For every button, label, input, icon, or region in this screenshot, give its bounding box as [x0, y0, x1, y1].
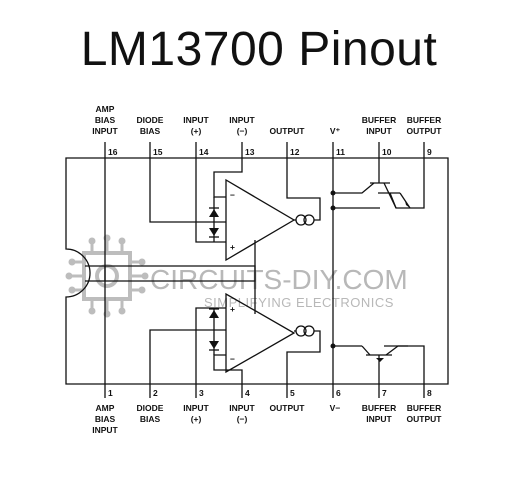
pin4-number: 4: [245, 388, 250, 398]
pin14-number: 14: [199, 147, 209, 157]
pin1-number: 1: [108, 388, 113, 398]
pin4-label-line1: INPUT: [229, 403, 255, 413]
amp-top-plus-sign: +: [230, 242, 235, 252]
pin8-label-line1: BUFFER: [407, 403, 441, 413]
pin5-label: OUTPUT: [270, 403, 306, 413]
pin6-label: V−: [330, 403, 341, 413]
pin13-label-line1: INPUT: [229, 115, 255, 125]
amp-bottom-plus-sign: +: [230, 304, 235, 314]
pin4-label-line2: (−): [237, 414, 248, 424]
pin16-number: 16: [108, 147, 118, 157]
pin9-number: 9: [427, 147, 432, 157]
buffer-transistor-bottom: [333, 345, 425, 384]
top-pin-leads: [104, 142, 425, 158]
pin1-label-line3: INPUT: [92, 425, 118, 435]
watermark-tagline: SIMPLIFYING ELECTRONICS: [204, 295, 394, 310]
pin8-label-line2: OUTPUT: [407, 414, 443, 424]
pin12-label: OUTPUT: [270, 126, 306, 136]
pin3-label-line1: INPUT: [183, 403, 209, 413]
bottom-pin-leads: [104, 384, 425, 398]
watermark: CIRCUITS-DIY.COM SIMPLIFYING ELECTRONICS: [65, 234, 408, 318]
diode-pair-bottom: [209, 308, 219, 355]
pin2-label-line2: BIAS: [140, 414, 161, 424]
pin12-number: 12: [290, 147, 300, 157]
chip-logo-icon: [65, 234, 149, 318]
pin2-number: 2: [153, 388, 158, 398]
pin9-label-line2: OUTPUT: [407, 126, 443, 136]
pin1-label-line2: BIAS: [95, 414, 116, 424]
pin3-label-line2: (+): [191, 414, 202, 424]
pin10-number: 10: [382, 147, 392, 157]
pin6-number: 6: [336, 388, 341, 398]
pin14-label-line2: (+): [191, 126, 202, 136]
pin7-label-line2: INPUT: [366, 414, 392, 424]
pin13-number: 13: [245, 147, 255, 157]
page-title: LM13700 Pinout: [80, 23, 438, 76]
pin16-label-line3: INPUT: [92, 126, 118, 136]
pin5-number: 5: [290, 388, 295, 398]
ic-package-outline: [65, 157, 449, 385]
pin14-label-line1: INPUT: [183, 115, 209, 125]
pin8-number: 8: [427, 388, 432, 398]
pin7-label-line1: BUFFER: [362, 403, 396, 413]
pin11-number: 11: [336, 147, 345, 157]
ota-amplifier-bottom: + −: [85, 265, 321, 384]
pin10-label-line2: INPUT: [366, 126, 392, 136]
amp-top-minus-sign: −: [230, 190, 235, 200]
buffer-transistor-top: [333, 158, 425, 209]
pin1-label-line1: AMP: [96, 403, 115, 413]
watermark-brand: CIRCUITS-DIY.COM: [150, 264, 408, 295]
pin16-label-line2: BIAS: [95, 115, 116, 125]
amp-bottom-minus-sign: −: [230, 354, 235, 364]
bottom-pin-labels: 1 AMP BIAS INPUT 2 DIODE BIAS 3 INPUT (+…: [92, 388, 442, 435]
pin2-label-line1: DIODE: [137, 403, 164, 413]
diode-pair-top: [209, 197, 219, 242]
top-pin-labels: AMP BIAS INPUT 16 DIODE BIAS 15 INPUT (+…: [92, 104, 442, 157]
pin15-label-line1: DIODE: [137, 115, 164, 125]
pin11-label: V⁺: [330, 126, 341, 136]
pin7-number: 7: [382, 388, 387, 398]
pin16-label-line1: AMP: [96, 104, 115, 114]
pin3-number: 3: [199, 388, 204, 398]
ota-amplifier-top: − +: [85, 158, 321, 282]
pin15-number: 15: [153, 147, 163, 157]
pin13-label-line2: (−): [237, 126, 248, 136]
pin15-label-line2: BIAS: [140, 126, 161, 136]
pin10-label-line1: BUFFER: [362, 115, 396, 125]
pin9-label-line1: BUFFER: [407, 115, 441, 125]
